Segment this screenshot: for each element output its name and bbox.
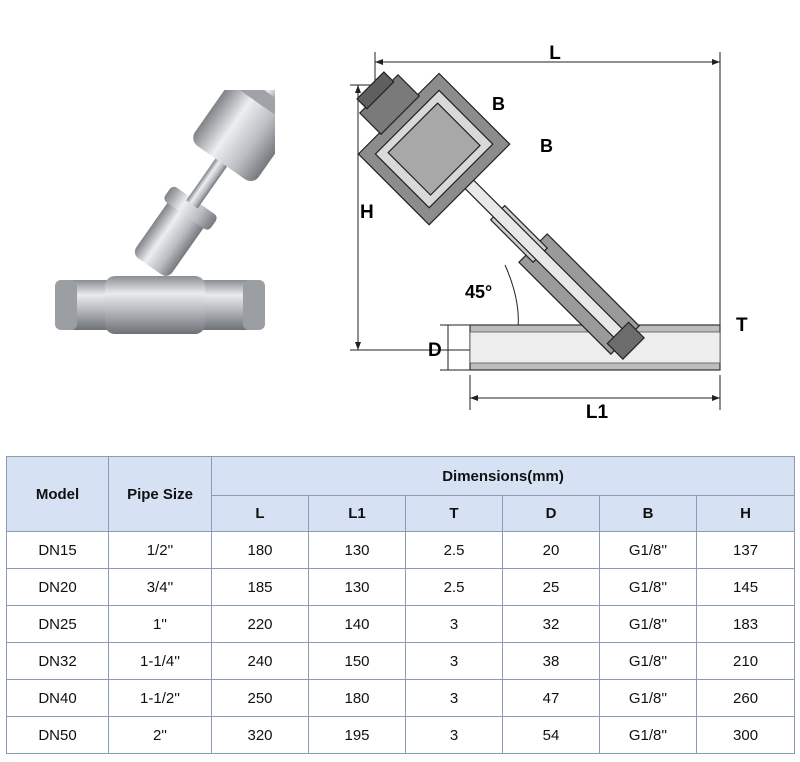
- cell-t: 3: [405, 642, 503, 680]
- cell-t: 2.5: [405, 568, 503, 606]
- header-col-h: H: [695, 495, 796, 532]
- valve-cross-section-diagram: L B B H 45° D T L1: [350, 43, 748, 423]
- cell-h: 137: [695, 531, 796, 569]
- cell-l: 320: [211, 716, 309, 754]
- cell-t: 3: [405, 679, 503, 717]
- cell-l: 250: [211, 679, 309, 717]
- cell-model: DN40: [6, 679, 109, 717]
- cell-d: 38: [502, 642, 600, 680]
- cell-l: 220: [211, 605, 309, 643]
- dim-label-B-top: B: [492, 94, 505, 114]
- cell-l: 185: [211, 568, 309, 606]
- dim-label-B-mid: B: [540, 136, 553, 156]
- cell-model: DN25: [6, 605, 109, 643]
- cell-pipe-size: 3/4'': [108, 568, 212, 606]
- cell-h: 145: [695, 568, 796, 606]
- cell-l1: 130: [308, 531, 406, 569]
- cell-b: G1/8'': [599, 568, 697, 606]
- cell-l1: 195: [308, 716, 406, 754]
- cell-model: DN50: [6, 716, 109, 754]
- dim-label-L1: L1: [586, 402, 609, 423]
- header-col-d: D: [502, 495, 600, 532]
- header-dimensions: Dimensions(mm): [210, 456, 796, 496]
- cell-d: 32: [502, 605, 600, 643]
- cell-t: 3: [405, 605, 503, 643]
- dim-label-H: H: [360, 202, 374, 223]
- cell-pipe-size: 1/2'': [108, 531, 212, 569]
- cell-t: 3: [405, 716, 503, 754]
- cell-pipe-size: 1'': [108, 605, 212, 643]
- cell-pipe-size: 1-1/4'': [108, 642, 212, 680]
- cell-pipe-size: 1-1/2'': [108, 679, 212, 717]
- cell-l: 180: [211, 531, 309, 569]
- cell-b: G1/8'': [599, 642, 697, 680]
- dim-label-L: L: [549, 43, 561, 64]
- header-col-l1: L1: [308, 495, 406, 532]
- cell-model: DN15: [6, 531, 109, 569]
- header-col-t: T: [405, 495, 503, 532]
- cell-model: DN32: [6, 642, 109, 680]
- valve-photo: [55, 90, 275, 334]
- header-col-b: B: [599, 495, 697, 532]
- cell-h: 183: [695, 605, 796, 643]
- header-model: Model: [6, 456, 109, 532]
- header-col-l: L: [211, 495, 309, 532]
- cell-d: 25: [502, 568, 600, 606]
- cell-l1: 130: [308, 568, 406, 606]
- cell-b: G1/8'': [599, 679, 697, 717]
- cell-d: 47: [502, 679, 600, 717]
- cell-d: 20: [502, 531, 600, 569]
- cell-l1: 150: [308, 642, 406, 680]
- dim-label-D: D: [428, 340, 442, 361]
- cell-h: 210: [695, 642, 796, 680]
- dim-label-angle: 45°: [465, 282, 492, 302]
- cell-b: G1/8'': [599, 716, 697, 754]
- cell-h: 260: [695, 679, 796, 717]
- cell-pipe-size: 2'': [108, 716, 212, 754]
- cell-l1: 180: [308, 679, 406, 717]
- cell-d: 54: [502, 716, 600, 754]
- cell-h: 300: [695, 716, 796, 754]
- cell-b: G1/8'': [599, 531, 697, 569]
- cell-t: 2.5: [405, 531, 503, 569]
- dim-label-T: T: [736, 315, 748, 336]
- cell-l: 240: [211, 642, 309, 680]
- header-pipe-size: Pipe Size: [108, 456, 212, 532]
- dimensions-table: Model Pipe Size Dimensions(mm) L L1 T D …: [6, 456, 796, 754]
- cell-l1: 140: [308, 605, 406, 643]
- cell-b: G1/8'': [599, 605, 697, 643]
- cell-model: DN20: [6, 568, 109, 606]
